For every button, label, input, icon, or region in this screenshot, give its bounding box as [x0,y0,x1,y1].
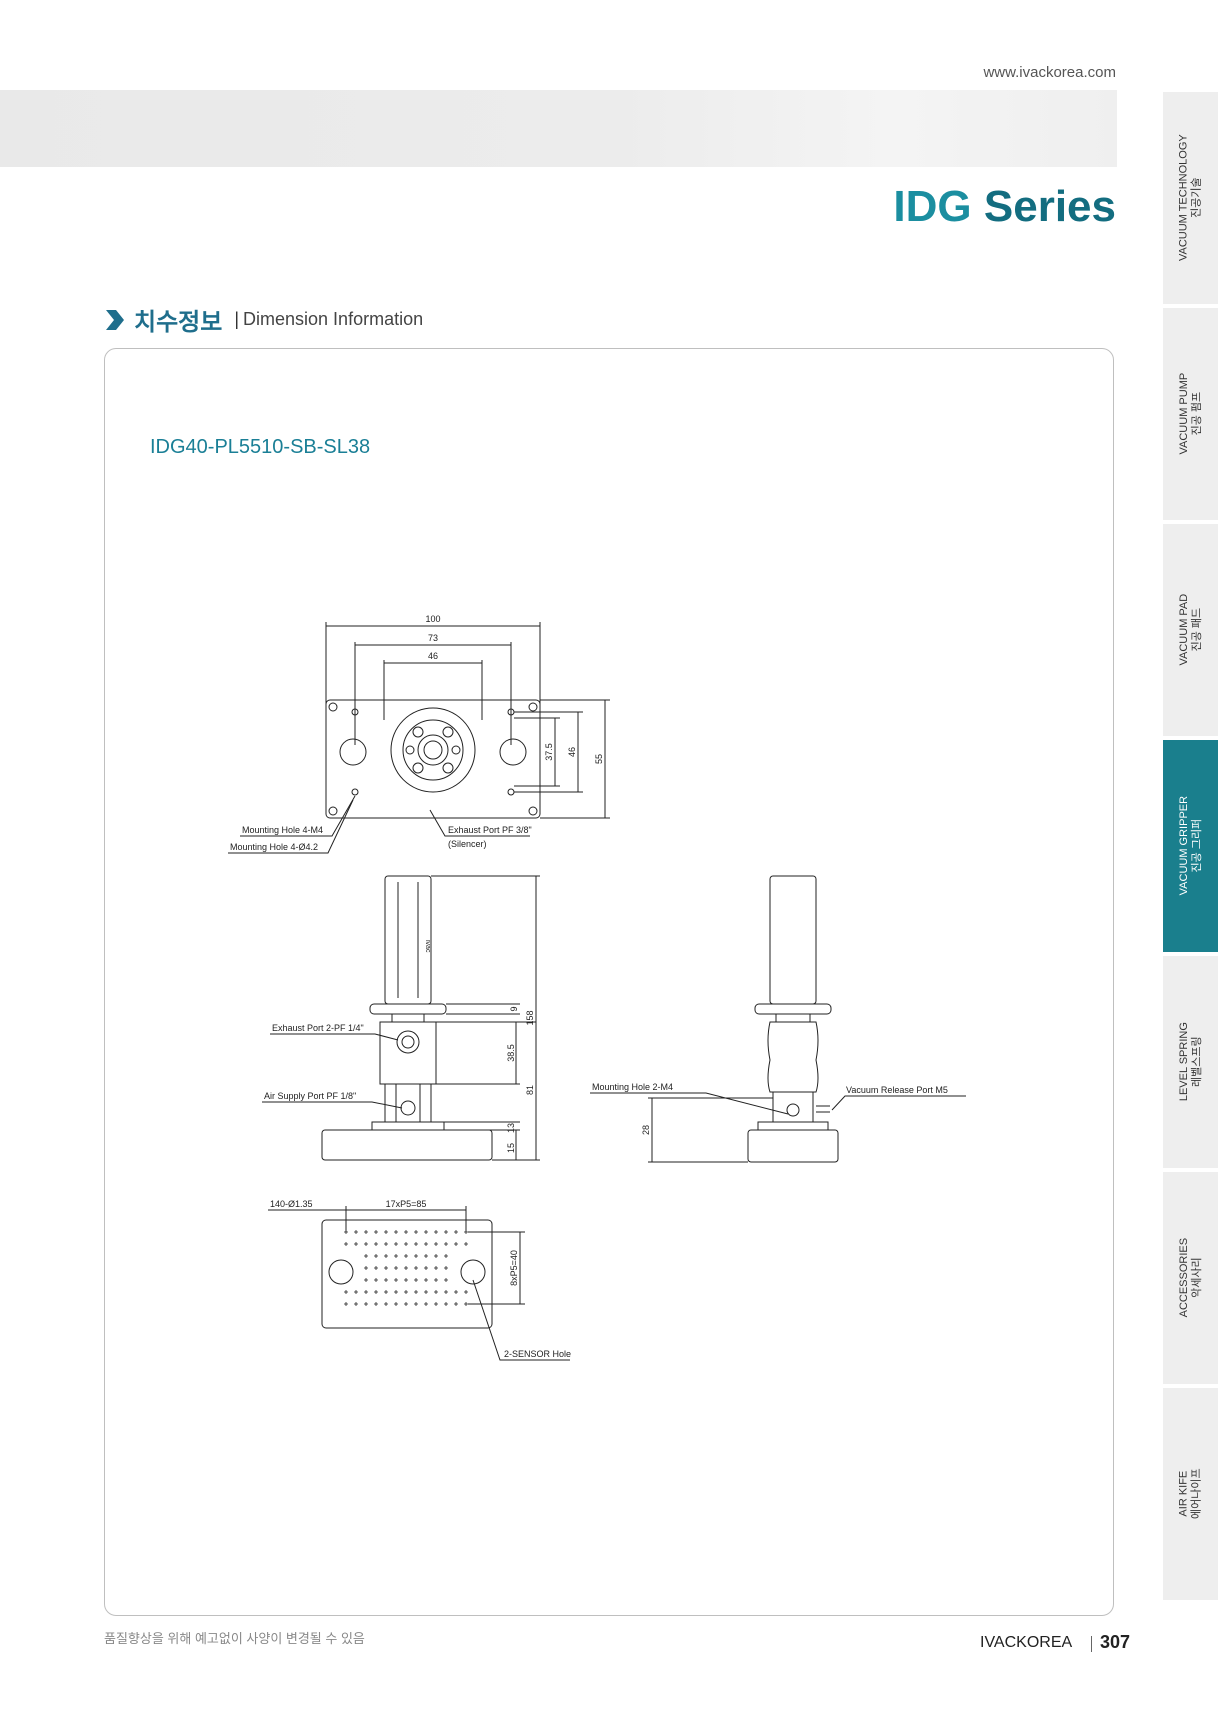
callout-sensor-hole: 2-SENSOR Hole [504,1349,571,1359]
callout-mounting-hole-2m4: Mounting Hole 2-M4 [592,1082,673,1092]
tab-label: VACUUM PUMP [1177,373,1190,455]
callout-air-supply-port: Air Supply Port PF 1/8" [264,1091,356,1101]
dim-15: 15 [506,1143,516,1153]
dim-73: 73 [428,633,438,643]
footer-brand: IVACKOREA [980,1634,1073,1651]
tab-label-korean: 악세사리 [1190,1257,1203,1299]
section-title-korean: 치수정보 [134,309,223,336]
callout-mounting-hole-m4: Mounting Hole 4-M4 [242,825,323,835]
footer-divider [1091,1636,1092,1652]
content-panel [104,348,1114,1616]
section-heading: 치수정보 | Dimension Information [104,302,423,337]
tab-label-korean: 진공 펌프 [1190,392,1203,436]
chevron-right-icon [106,309,124,330]
series-title-model: IDG [893,182,972,231]
dim-37-5: 37.5 [544,743,554,761]
callout-silencer: (Silencer) [448,839,487,849]
dim-8xp5: 8xP5=40 [509,1250,519,1286]
dim-55: 55 [594,754,604,764]
dim-46-top: 46 [428,651,438,661]
callout-exhaust-port-silencer: Exhaust Port PF 3/8" [448,825,532,835]
footer-disclaimer: 품질향상을 위해 예고없이 사양이 변경될 수 있음 [104,1631,365,1646]
dim-140-d135: 140-Ø1.35 [270,1199,313,1209]
series-title-word: Series [983,182,1116,231]
dim-46-side: 46 [567,747,577,757]
dimension-drawing: 100 73 46 37.5 46 55 Mounting Hole 4-M4 … [228,614,610,1361]
dim-38-5: 38.5 [506,1044,516,1062]
dim-9: 9 [509,1006,519,1011]
dim-81: 81 [525,1085,535,1095]
tab-label-korean: 진공기술 [1190,177,1203,219]
tab-label: VACUUM TECHNOLOGY [1177,134,1190,262]
tab-label-korean: 에어나이프 [1190,1468,1203,1520]
section-title-english: Dimension Information [243,309,424,329]
dim-17xp5: 17xP5=85 [386,1199,427,1209]
tab-label-korean: 진공 패드 [1190,608,1203,652]
model-number: IDG40-PL5510-SB-SL38 [150,436,371,458]
vacuum-hole-grid [344,1230,468,1306]
tab-label: AIR KIFE [1177,1471,1190,1517]
tab-label-korean: 레벨스프링 [1190,1036,1203,1088]
body-label: ivac [424,940,431,953]
callout-vacuum-release-port: Vacuum Release Port M5 [846,1085,948,1095]
section-title-separator: | [234,309,240,329]
dim-13: 13 [506,1123,516,1133]
dim-28: 28 [641,1125,651,1135]
header-banner [0,90,1117,167]
website-url[interactable]: www.ivackorea.com [983,64,1116,81]
tab-label: LEVEL SPRING [1177,1022,1190,1102]
callout-mounting-hole-d42: Mounting Hole 4-Ø4.2 [230,842,318,852]
tab-label-korean: 진공 그리퍼 [1190,819,1203,873]
dim-100: 100 [425,614,440,624]
tab-label: VACUUM PAD [1177,594,1190,666]
dim-158: 158 [525,1010,535,1025]
tab-label: VACUUM GRIPPER [1177,796,1190,896]
tab-label: ACCESSORIES [1177,1238,1190,1318]
page-number: 307 [1100,1632,1131,1652]
callout-exhaust-port-2: Exhaust Port 2-PF 1/4" [272,1023,364,1033]
top-view: 100 73 46 37.5 46 55 Mounting Hole 4-M4 … [228,614,610,854]
side-view-drawing: 28 Mounting Hole 2-M4 Vacuum Release Por… [590,875,966,1163]
front-view: ivac 158 9 38.5 81 13 15 Exhaust Port 2-… [262,875,540,1161]
bottom-view: 140-Ø1.35 17xP5=85 8xP5=40 2-SENSOR Hole [268,1199,571,1361]
series-title: IDG Series [700,182,1116,232]
